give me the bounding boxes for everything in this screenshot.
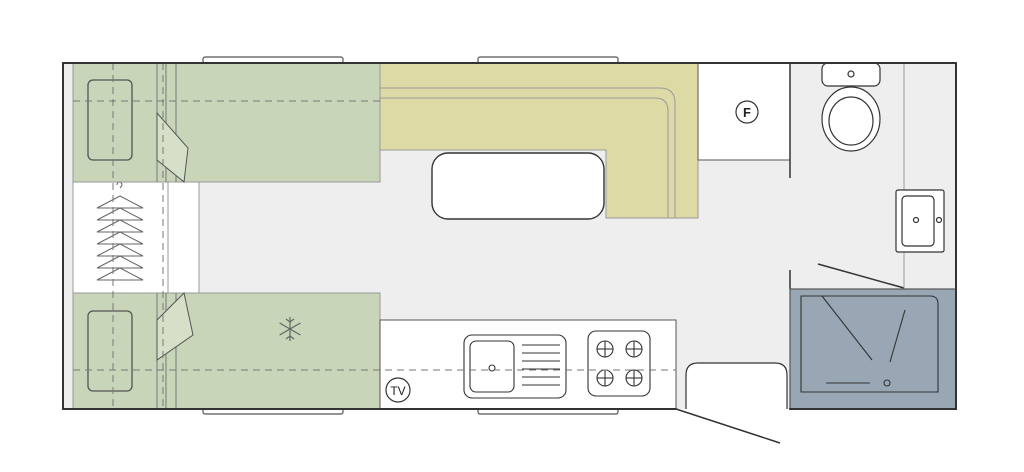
shower-drain (883, 379, 891, 387)
bed-top (72, 62, 381, 183)
folded-sheet-top (156, 111, 189, 183)
shower (789, 288, 957, 410)
guide-lines (73, 63, 676, 409)
hanger-icon (96, 181, 144, 281)
wardrobe (72, 181, 200, 294)
bedside-table-bottom (87, 310, 133, 392)
toilet-icon (821, 62, 881, 152)
dining-table (431, 152, 605, 220)
kitchen-sink-icon (463, 334, 567, 399)
snowflake-icon (279, 317, 301, 341)
entry-step (685, 362, 788, 409)
entry-door (675, 408, 781, 444)
bathroom-door (817, 263, 905, 289)
tv-label: TV (390, 384, 405, 398)
bedside-table-top (87, 79, 133, 161)
outer-walls (62, 62, 957, 410)
fridge-label: F (743, 105, 751, 120)
bathroom (789, 62, 945, 289)
kitchen-bench: TV (379, 319, 677, 410)
fridge-cabinet: F (697, 62, 791, 161)
sink-icon (895, 189, 945, 253)
folded-sheet-bottom (156, 291, 194, 361)
cooktop-icon (587, 330, 651, 397)
bed-bottom (72, 291, 381, 410)
tv-badge (385, 377, 411, 403)
fridge-badge (735, 100, 759, 124)
